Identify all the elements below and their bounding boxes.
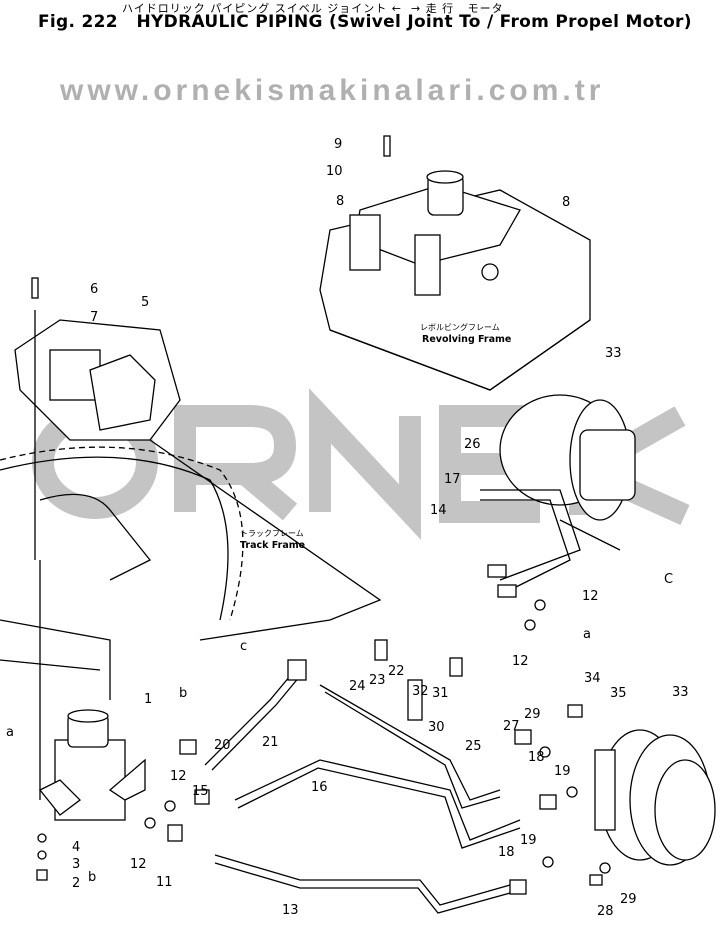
callout: 12 — [512, 654, 529, 669]
callout: 35 — [610, 686, 627, 701]
callout: 20 — [214, 738, 231, 753]
callout: b — [179, 686, 187, 701]
callout: 33 — [672, 685, 689, 700]
callout: 29 — [620, 892, 637, 907]
callout: 2 — [72, 876, 80, 891]
callout: 9 — [334, 137, 342, 152]
callout: c — [240, 639, 247, 654]
callout: 31 — [432, 686, 449, 701]
callout: 30 — [428, 720, 445, 735]
callout: 34 — [584, 671, 601, 686]
revolving-frame-drawing — [319, 170, 591, 391]
japanese-title: ハイドロリック パイピング スイベル ジョイント ← → 走 行 モータ — [122, 2, 504, 15]
callout: 12 — [582, 589, 599, 604]
propel-motor-upper — [480, 394, 636, 598]
callout: C — [664, 572, 673, 587]
callout: 23 — [369, 673, 386, 688]
callout: 16 — [311, 780, 328, 795]
callout: 12 — [170, 769, 187, 784]
swivel-cover-drawing — [14, 310, 181, 800]
callout: 7 — [90, 310, 98, 325]
callout: 19 — [554, 764, 571, 779]
callout: 15 — [192, 784, 209, 799]
callout: a — [6, 725, 14, 740]
figure-title: Fig. 222 HYDRAULIC PIPING (Swivel Joint … — [38, 12, 692, 32]
callout: 32 — [412, 684, 429, 699]
callout: 18 — [528, 750, 545, 765]
callout: 14 — [430, 503, 447, 518]
revolving-frame-jp-label: レボルビングフレーム — [420, 322, 500, 332]
callout: 19 — [520, 833, 537, 848]
clamp — [287, 659, 307, 681]
callout: 8 — [562, 195, 570, 210]
callout: 28 — [597, 904, 614, 919]
callout: 8 — [336, 194, 344, 209]
callout: 17 — [444, 472, 461, 487]
callout: b — [88, 870, 96, 885]
track-frame-drawing — [0, 439, 382, 700]
track-frame-label: Track Frame — [240, 540, 305, 551]
callout: 27 — [503, 719, 520, 734]
callout: 11 — [156, 875, 173, 890]
swivel-joint-drawing — [36, 709, 146, 881]
callout: 6 — [90, 282, 98, 297]
propel-motor-lower — [594, 729, 716, 866]
watermark-url: www.ornekismakinalari.com.tr — [59, 74, 604, 107]
callout: 25 — [465, 739, 482, 754]
callout: 22 — [388, 664, 405, 679]
hydraulic-pipes — [31, 135, 611, 914]
callout: 26 — [464, 437, 481, 452]
callout: 24 — [349, 679, 366, 694]
callouts: 9 10 8 8 6 7 5 33 26 17 14 C 12 a 12 c 2… — [6, 137, 689, 919]
callout: 5 — [141, 295, 149, 310]
callout: 18 — [498, 845, 515, 860]
callout: 33 — [605, 346, 622, 361]
callout: 3 — [72, 857, 80, 872]
callout: 29 — [524, 707, 541, 722]
clamp-30 — [407, 679, 423, 721]
callout: 21 — [262, 735, 279, 750]
callout: 1 — [144, 692, 152, 707]
callout: a — [583, 627, 591, 642]
revolving-frame-label: Revolving Frame — [422, 334, 511, 345]
callout: 12 — [130, 857, 147, 872]
callout: 4 — [72, 840, 80, 855]
callout: 10 — [326, 164, 343, 179]
track-frame-jp-label: トラックフレーム — [240, 529, 304, 538]
callout: 13 — [282, 903, 299, 918]
